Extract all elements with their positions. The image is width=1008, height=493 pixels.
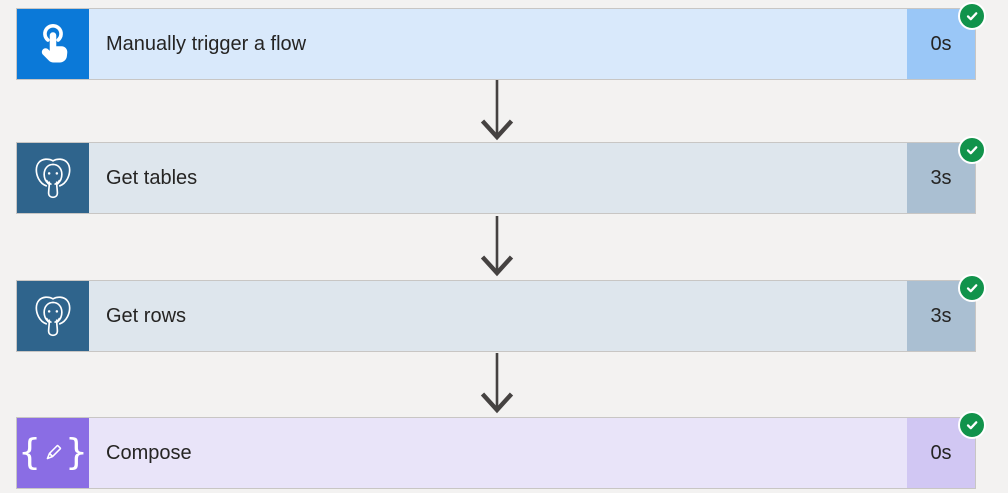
flow-step-manually-trigger[interactable]: Manually trigger a flow 0s (16, 2, 986, 80)
pencil-icon (46, 444, 62, 460)
step-label: Manually trigger a flow (106, 32, 307, 55)
postgresql-icon-box (17, 143, 89, 213)
connector-arrow-down-icon (480, 216, 514, 277)
postgresql-icon-box (17, 281, 89, 351)
flow-step-compose[interactable]: { } Compose 0s (16, 411, 986, 489)
checkmark-icon (966, 284, 978, 293)
postgresql-icon (35, 296, 71, 337)
manual-trigger-icon-box (17, 9, 89, 79)
flow-step-get-rows[interactable]: Get rows 3s (16, 274, 986, 352)
status-succeeded-badge (958, 411, 986, 439)
postgresql-icon (35, 158, 71, 199)
manual-trigger-touch-icon (41, 24, 68, 63)
step-label: Get tables (106, 166, 198, 189)
flow-step-get-tables[interactable]: Get tables 3s (16, 136, 986, 214)
compose-braces-pencil-icon: { } (18, 432, 88, 473)
compose-icon-box: { } (17, 418, 89, 488)
step-label: Get rows (106, 304, 187, 327)
checkmark-icon (966, 12, 978, 21)
connector-arrow-down-icon (480, 80, 514, 141)
connector-arrow-down-icon (480, 353, 514, 414)
step-label: Compose (106, 441, 192, 464)
status-succeeded-badge (958, 274, 986, 302)
checkmark-icon (966, 421, 978, 430)
checkmark-icon (966, 146, 978, 155)
status-succeeded-badge (958, 136, 986, 164)
status-succeeded-badge (958, 2, 986, 30)
